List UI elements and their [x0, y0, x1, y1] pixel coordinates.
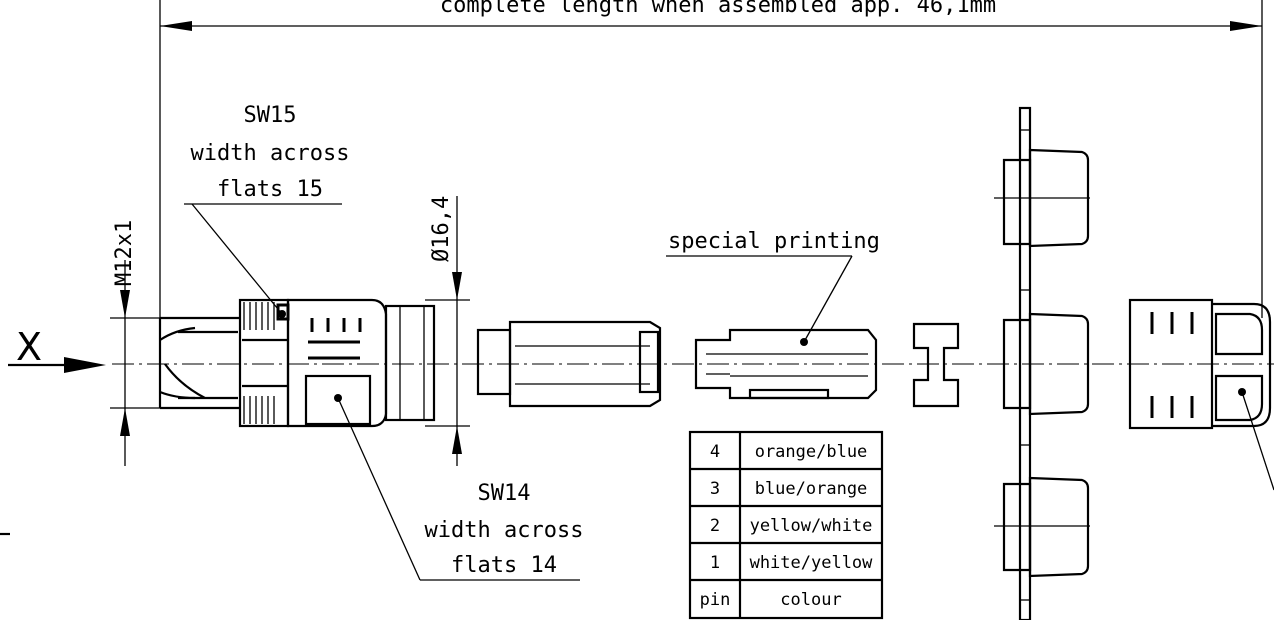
table-colour-cell: yellow/white — [750, 516, 873, 536]
arrowhead-right-icon — [1230, 21, 1262, 31]
diameter-dimension: Ø16,4 — [425, 196, 470, 466]
table-pin-cell: 3 — [710, 479, 720, 499]
sw14-title: SW14 — [478, 481, 531, 506]
table-header-colour: colour — [780, 590, 841, 610]
table-colour-cell: blue/orange — [755, 479, 868, 499]
view-arrow-icon — [64, 357, 106, 373]
table-pin-cell: 4 — [710, 442, 720, 462]
sw15-line3: flats 15 — [217, 177, 323, 202]
overall-length-dimension: complete length when assembled app. 46,1… — [159, 0, 1263, 318]
view-marker: X — [0, 325, 106, 536]
table-colour-cell: orange/blue — [755, 442, 868, 462]
sw14-callout: SW14 width across flats 14 — [334, 394, 584, 581]
printed-insert — [694, 328, 878, 400]
arrowhead-left-icon — [160, 21, 192, 31]
special-printing-callout: special printing — [666, 229, 880, 343]
protective-cap — [1128, 298, 1274, 491]
sw15-callout: SW15 width across flats 15 — [184, 103, 349, 318]
arrowhead-up-icon — [452, 426, 462, 454]
leader-dot-icon — [334, 394, 342, 402]
leader-dot-icon — [278, 310, 286, 318]
coding-clip — [912, 322, 960, 408]
arrowhead-down-icon — [120, 290, 130, 318]
panel-receptacles — [994, 106, 1090, 620]
sw15-line2: width across — [191, 141, 350, 166]
contact-carrier — [476, 320, 662, 408]
thread-label: M12x1 — [112, 220, 137, 286]
overall-length-label: complete length when assembled app. 46,1… — [440, 0, 996, 18]
table-pin-cell: 1 — [710, 553, 720, 573]
table-header-pin: pin — [700, 590, 731, 610]
sw15-title: SW15 — [244, 103, 297, 128]
sw14-line3: flats 14 — [451, 553, 557, 578]
diameter-label: Ø16,4 — [429, 196, 454, 262]
special-printing-label: special printing — [668, 229, 880, 254]
table-pin-cell: 2 — [710, 516, 720, 536]
connector-body — [158, 298, 436, 428]
arrowhead-up-icon — [120, 408, 130, 436]
view-marker-label: X — [16, 325, 42, 369]
thread-dimension: M12x1 — [110, 220, 160, 466]
table-colour-cell: white/yellow — [750, 553, 874, 573]
sw14-line2: width across — [425, 518, 584, 543]
pin-colour-table: 4 orange/blue 3 blue/orange 2 yellow/whi… — [688, 430, 884, 620]
arrowhead-down-icon — [452, 272, 462, 300]
